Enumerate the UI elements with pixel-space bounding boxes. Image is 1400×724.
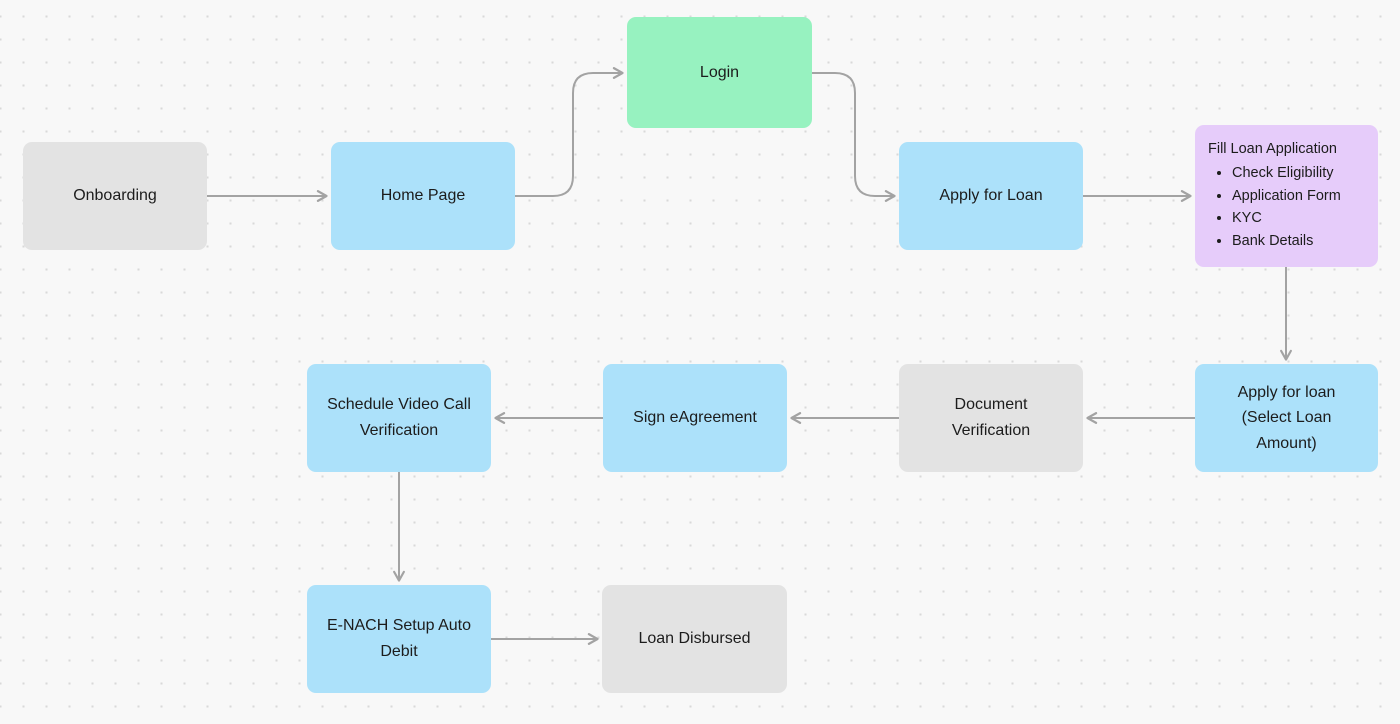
node-login[interactable]: Login [627,17,812,128]
node-onboarding-label: Onboarding [73,187,157,205]
node-document-verification-label: Document Verification [951,396,1031,439]
edge-homepage-login[interactable] [515,67,624,197]
node-enach-setup-auto-debit-label: E-NACH Setup Auto Debit [326,617,472,660]
node-document-verification[interactable]: Document Verification [899,364,1083,472]
node-apply-for-loan-label: Apply for Loan [939,187,1043,205]
node-home-page[interactable]: Home Page [331,142,515,250]
node-fill-loan-application-title: Fill Loan Application [1208,141,1337,157]
node-apply-for-loan[interactable]: Apply for Loan [899,142,1083,250]
node-login-label: Login [699,63,740,81]
list-item: Bank Details [1232,230,1366,252]
edge-login-applyforloan[interactable] [812,72,896,202]
node-apply-for-loan-select-amount-label: Apply for loan (Select Loan Amount) [1237,383,1336,452]
list-item: KYC [1232,207,1366,229]
node-apply-for-loan-select-amount[interactable]: Apply for loan (Select Loan Amount) [1195,364,1378,472]
node-sign-eagreement[interactable]: Sign eAgreement [603,364,787,472]
list-item: Check Eligibility [1232,162,1366,184]
node-fill-loan-application-list: Check Eligibility Application Form KYC B… [1208,162,1366,252]
node-loan-disbursed-label: Loan Disbursed [638,630,751,648]
node-sign-eagreement-label: Sign eAgreement [633,409,757,427]
node-schedule-video-call-verification[interactable]: Schedule Video Call Verification [307,364,491,472]
node-onboarding[interactable]: Onboarding [23,142,207,250]
node-home-page-label: Home Page [380,187,466,205]
node-fill-loan-application[interactable]: Fill Loan Application Check Eligibility … [1195,125,1378,267]
node-loan-disbursed[interactable]: Loan Disbursed [602,585,787,693]
node-schedule-video-call-verification-label: Schedule Video Call Verification [327,396,471,439]
list-item: Application Form [1232,185,1366,207]
node-enach-setup-auto-debit[interactable]: E-NACH Setup Auto Debit [307,585,491,693]
